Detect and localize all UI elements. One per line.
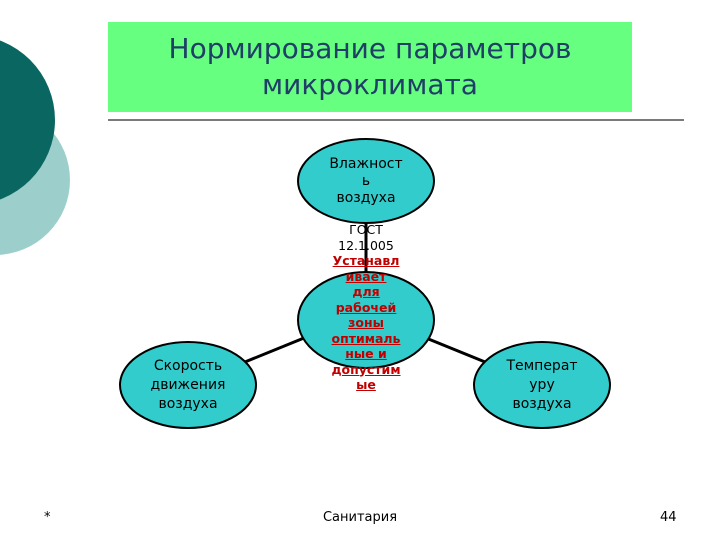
title-divider [108, 119, 684, 121]
center-desc-line-9: ые [356, 377, 376, 392]
page-title-line-2: микроклимата [262, 68, 478, 101]
page-title-line-1: Нормирование параметров [168, 32, 572, 65]
center-desc-line-5: зоны [348, 315, 384, 330]
node-center-text: ГОСТ 12.1.005 Устанавл ивает для рабочей… [316, 222, 416, 393]
slide-number: 44 [660, 510, 677, 525]
node-air-speed-line-2: движения [150, 376, 226, 393]
footer-left-mark: * [44, 510, 51, 525]
center-desc-line-2: ивает [345, 268, 387, 284]
node-left-circle [119, 341, 257, 429]
node-temperature-line-2: уру [529, 376, 555, 393]
gost-line-2: 12.1.005 [338, 237, 394, 253]
center-desc-line-4: рабочей [335, 299, 397, 315]
footer-title: Санитария [322, 510, 398, 525]
node-humidity: Влажност ь воздуха [298, 140, 434, 222]
title-banner: Нормирование параметров микроклимата [108, 22, 632, 112]
node-center-circle [297, 271, 435, 369]
center-desc-line-8: допустим [331, 361, 401, 377]
center-desc-line-3: для [352, 284, 380, 299]
node-air-speed-line-3: воздуха [158, 395, 218, 412]
node-temperature: Температ уру воздуха [474, 343, 610, 427]
gost-line-1: ГОСТ [349, 222, 383, 237]
center-desc-line-7: ные и [345, 346, 387, 361]
node-air-speed: Скорость движения воздуха [120, 343, 256, 427]
node-humidity-line-2: ь [361, 172, 371, 189]
node-humidity-line-1: Влажност [329, 155, 403, 172]
connector-left [239, 336, 305, 366]
node-humidity-line-3: воздуха [336, 189, 396, 206]
center-desc-line-1: Устанавл [332, 253, 400, 268]
connector-right [425, 336, 491, 366]
decorative-circles [0, 40, 70, 255]
node-air-speed-line-1: Скорость [153, 357, 223, 374]
node-temperature-line-1: Температ [506, 357, 578, 374]
center-desc-line-6: оптималь [331, 330, 401, 346]
node-top-circle [297, 138, 435, 224]
node-right-circle [473, 341, 611, 429]
node-temperature-line-3: воздуха [512, 395, 572, 412]
